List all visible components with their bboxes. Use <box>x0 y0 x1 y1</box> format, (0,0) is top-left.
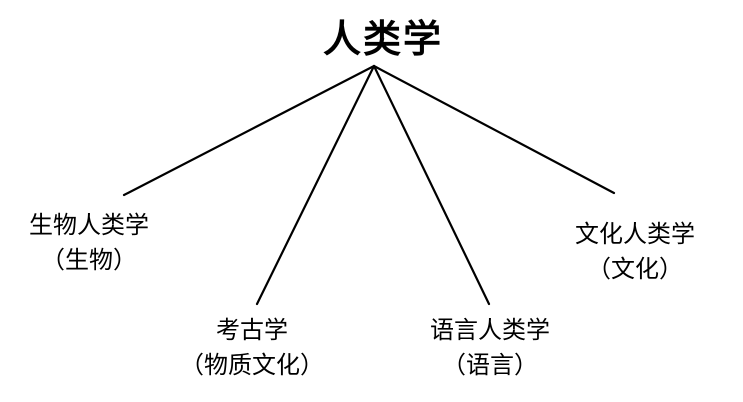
branch-subtitle-biological-anthropology: （生物） <box>41 246 137 274</box>
connector-cultural-anthropology <box>372 64 616 195</box>
branch-title-linguistic-anthropology: 语言人类学 <box>430 316 550 344</box>
root-node-anthropology: 人类学 <box>322 16 444 61</box>
connector-archaeology <box>255 64 376 306</box>
branch-node-archaeology: 考古学 （物质文化） <box>180 318 324 377</box>
branch-subtitle-linguistic-anthropology: （语言） <box>442 351 538 379</box>
branch-subtitle-archaeology: （物质文化） <box>180 351 324 379</box>
branch-subtitle-cultural-anthropology: （文化） <box>587 255 683 283</box>
branch-title-archaeology: 考古学 <box>216 316 288 344</box>
branch-node-biological-anthropology: 生物人类学 （生物） <box>29 213 149 272</box>
branch-title-biological-anthropology: 生物人类学 <box>29 211 149 239</box>
connector-linguistic-anthropology <box>372 64 491 306</box>
branch-node-cultural-anthropology: 文化人类学 （文化） <box>575 222 695 281</box>
branch-node-linguistic-anthropology: 语言人类学 （语言） <box>430 318 550 377</box>
connector-biological-anthropology <box>122 64 376 197</box>
branch-title-cultural-anthropology: 文化人类学 <box>575 220 695 248</box>
